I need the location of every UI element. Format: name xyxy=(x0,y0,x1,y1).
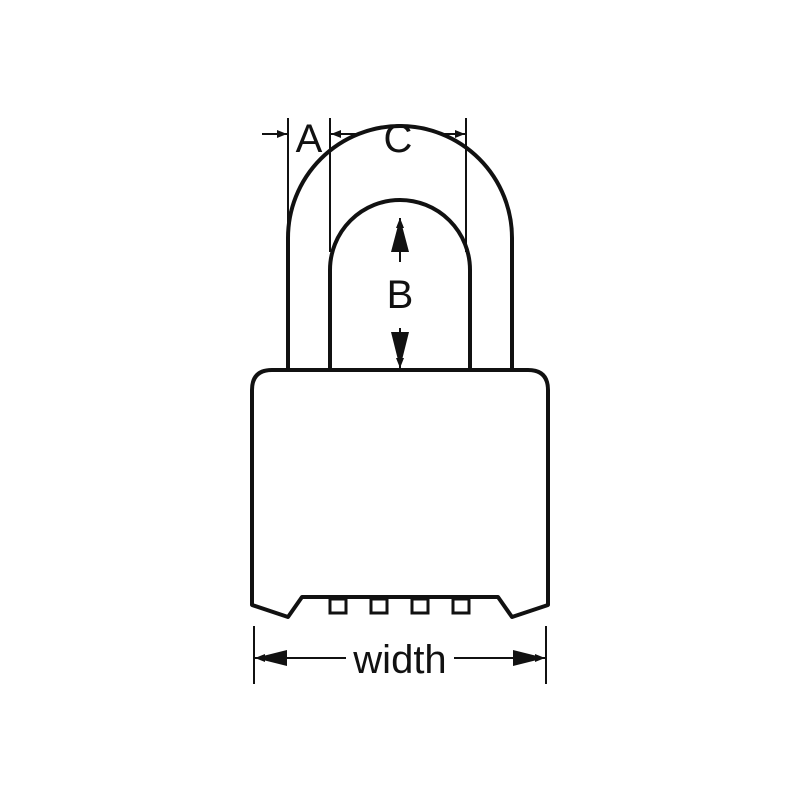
shackle-inner-edge xyxy=(328,198,472,372)
dial xyxy=(328,597,348,615)
dial xyxy=(410,597,430,615)
label-b: B xyxy=(387,273,414,317)
dimension-a-c xyxy=(262,118,467,252)
label-c: C xyxy=(384,117,413,161)
dial xyxy=(451,597,471,615)
dial xyxy=(369,597,389,615)
label-width: width xyxy=(352,638,446,682)
combination-dials xyxy=(328,597,471,615)
arrowhead-width-right xyxy=(513,650,545,666)
lock-body xyxy=(250,368,550,619)
shackle-outer-edge xyxy=(286,124,514,372)
shackle xyxy=(286,124,514,372)
label-a: A xyxy=(296,117,323,161)
arrowhead-b-bottom xyxy=(391,332,409,368)
arrowhead-width-left xyxy=(255,650,287,666)
arrowhead-b-top xyxy=(391,218,409,252)
